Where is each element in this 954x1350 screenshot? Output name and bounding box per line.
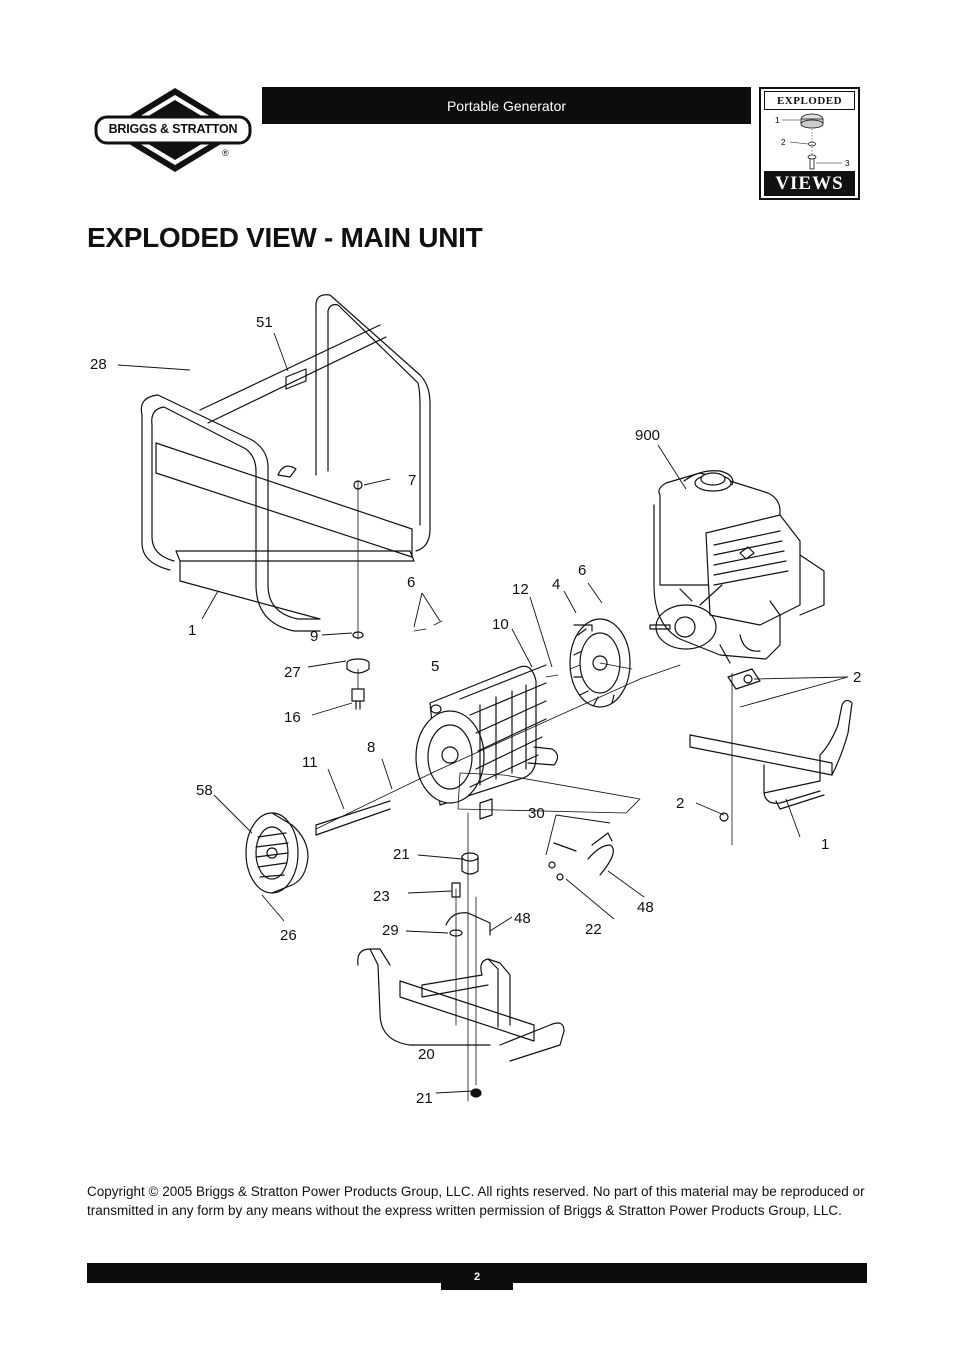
callout-48-left: 48 xyxy=(514,910,531,927)
guide-lines xyxy=(315,480,733,1102)
callout-6-right: 6 xyxy=(578,562,586,579)
frame xyxy=(140,294,431,632)
badge-bottom-label: VIEWS xyxy=(764,171,855,196)
callout-1-frame: 1 xyxy=(188,622,196,639)
briggs-stratton-logo: BRIGGS & STRATTON ® xyxy=(94,86,256,174)
callout-2-foot: 2 xyxy=(676,795,684,812)
registered-mark: ® xyxy=(222,148,229,158)
callout-1-handle: 1 xyxy=(821,836,829,853)
callout-7: 7 xyxy=(408,472,416,489)
badge-illustration: 1 2 3 xyxy=(775,113,850,170)
callout-2-mount: 2 xyxy=(853,669,861,686)
callout-22: 22 xyxy=(585,921,602,938)
callout-11: 11 xyxy=(302,754,318,771)
exploded-views-badge: EXPLODED 1 2 3 VIEWS xyxy=(759,87,860,200)
exploded-diagram: 28 51 7 900 1 6 12 4 6 9 10 27 5 2 16 11… xyxy=(90,294,861,1107)
callout-23: 23 xyxy=(373,888,390,905)
callout-48-right: 48 xyxy=(637,899,654,916)
rear-cover xyxy=(245,812,309,894)
logo-text: BRIGGS & STRATTON xyxy=(108,122,238,136)
alternator xyxy=(415,664,547,820)
callout-8: 8 xyxy=(367,739,375,756)
page-title: EXPLODED VIEW - MAIN UNIT xyxy=(87,222,483,253)
callout-20: 20 xyxy=(418,1046,435,1063)
engine xyxy=(649,470,825,664)
page-number-text: 2 xyxy=(473,1270,481,1283)
copyright-notice: Copyright © 2005 Briggs & Stratton Power… xyxy=(87,1184,865,1218)
callout-9: 9 xyxy=(310,628,318,645)
handle-assembly xyxy=(689,699,853,810)
callout-21-bottom: 21 xyxy=(416,1090,433,1107)
header-bar: Portable Generator xyxy=(262,87,751,124)
foot-assembly xyxy=(357,948,565,1062)
badge-top-label: EXPLODED xyxy=(764,91,855,110)
callout-900: 900 xyxy=(635,427,660,444)
page-number: 2 xyxy=(441,1263,513,1290)
badge-callout-3: 3 xyxy=(845,159,850,168)
callout-6-left: 6 xyxy=(407,574,415,591)
badge-callout-1: 1 xyxy=(775,116,780,125)
callout-28: 28 xyxy=(90,356,107,373)
callout-4: 4 xyxy=(552,576,560,593)
callout-12: 12 xyxy=(512,581,529,598)
callout-58: 58 xyxy=(196,782,213,799)
badge-callout-2: 2 xyxy=(781,138,786,147)
callout-51: 51 xyxy=(256,314,273,331)
callout-16: 16 xyxy=(284,709,301,726)
callout-30: 30 xyxy=(528,805,545,822)
callout-10: 10 xyxy=(492,616,509,633)
callout-5: 5 xyxy=(431,658,439,675)
callout-21-top: 21 xyxy=(393,846,410,863)
callout-26: 26 xyxy=(280,927,297,944)
callout-27: 27 xyxy=(284,664,301,681)
header-title: Portable Generator xyxy=(446,97,567,114)
callout-29: 29 xyxy=(382,922,399,939)
